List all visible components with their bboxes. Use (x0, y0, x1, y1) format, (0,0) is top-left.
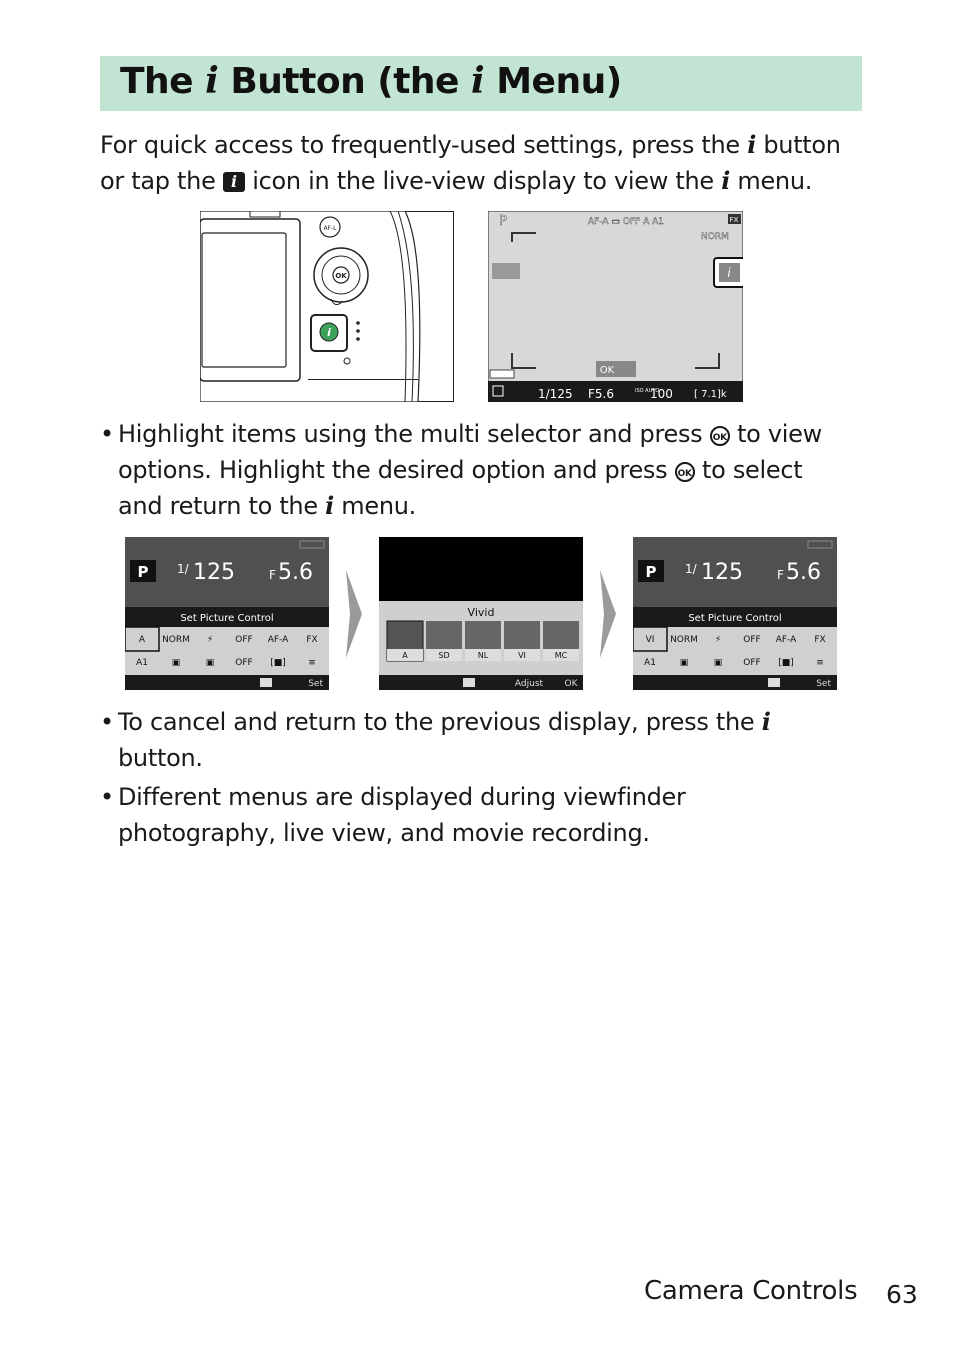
s3-r1-c2: NORM (670, 635, 698, 645)
s3-r1-c4: OFF (743, 635, 760, 645)
bullet1-line3: and return to the i menu. (118, 491, 416, 520)
s3-r2-c6: ≡ (816, 658, 824, 668)
bullet1-line2: options. Highlight the desired option an… (118, 456, 803, 484)
s1-f: F (269, 568, 276, 582)
bullet-cancel: • To cancel and return to the previous d… (100, 704, 870, 776)
bullet2-line2: button. (118, 744, 203, 772)
intro-paragraph: For quick access to frequently-used sett… (100, 127, 870, 199)
lv-i-icon: i (727, 266, 731, 280)
s1-r1-c5: AF-A (268, 635, 289, 645)
camera-back-illustration: AF-L OK i (200, 211, 454, 402)
s1-r2-c2: ▣ (172, 658, 181, 668)
s1-shutter-frac: 1/ (177, 562, 190, 576)
footer-section-title: Camera Controls (644, 1276, 858, 1306)
s3-shutter-frac: 1/ (685, 562, 698, 576)
bullet3-line2: photography, live view, and movie record… (118, 819, 650, 847)
s3-r2-c3: ▣ (714, 658, 723, 668)
s1-r2-c3: ▣ (206, 658, 215, 668)
arrow-right-icon (346, 570, 362, 658)
arrow-right-icon (600, 570, 616, 658)
bullet-highlight-items: • Highlight items using the multi select… (100, 416, 870, 524)
ok-button-icon: OK (674, 462, 695, 482)
s2-footer-ok: OK (565, 679, 579, 689)
s3-r2-c4: OFF (743, 658, 760, 668)
s1-mode: P (138, 563, 149, 581)
s1-r1-c1: A (139, 635, 146, 645)
lv-iso-label: ISO AUTO (635, 388, 659, 394)
s3-r1-c3: ⚡ (715, 635, 721, 645)
s2-opt-3: NL (478, 651, 489, 660)
s1-r2-c5: [■] (270, 658, 286, 668)
s1-r2-c4: OFF (235, 658, 252, 668)
s3-aperture: 5.6 (786, 560, 821, 585)
s2-title: Vivid (468, 606, 495, 619)
intro-line-2: or tap the i icon in the live-view displ… (100, 166, 813, 195)
s3-r2-c1: A1 (644, 658, 656, 668)
s3-r1-c1: VI (646, 635, 655, 645)
s2-opt-1: A (402, 651, 408, 660)
s2-opt-5: MC (555, 651, 568, 660)
s2-opt-4: VI (518, 651, 526, 660)
section-heading-bar: The i Button (the i Menu) (100, 56, 862, 111)
bullet3-line1: Different menus are displayed during vie… (118, 783, 686, 811)
intro-line-1: For quick access to frequently-used sett… (100, 130, 841, 159)
page-title: The i Button (the i Menu) (120, 60, 622, 102)
s3-r2-c2: ▣ (680, 658, 689, 668)
bullet-different-menus: • Different menus are displayed during v… (100, 779, 870, 851)
lv-norm: NORM (701, 232, 729, 242)
s1-r2-c6: ≡ (308, 658, 316, 668)
s1-shutter: 125 (193, 560, 235, 585)
i-icon: i (222, 172, 245, 192)
i-menu-screen-after: P 1/ 125 F 5.6 Set Picture Control VI NO… (633, 537, 837, 690)
s1-menu-title: Set Picture Control (180, 613, 273, 624)
s3-menu-title: Set Picture Control (688, 613, 781, 624)
bullet1-line1: Highlight items using the multi selector… (118, 420, 822, 448)
s2-opt-2: SD (438, 651, 449, 660)
lv-ok-label: OK (600, 365, 615, 376)
s1-r1-c6: FX (306, 635, 317, 645)
ok-label: OK (335, 272, 347, 280)
s3-r1-c6: FX (814, 635, 825, 645)
s3-footer: Set (816, 679, 831, 689)
live-view-display: P AF-A ▭ OFF A A1 FX NORM i OK 1/125 F5.… (488, 211, 743, 402)
s3-r2-c5: [■] (778, 658, 794, 668)
i-button-label: i (327, 326, 331, 339)
page-number: 63 (886, 1280, 918, 1309)
afl-label: AF-L (323, 225, 337, 232)
s3-r1-c5: AF-A (776, 635, 797, 645)
lv-fx: FX (730, 216, 739, 224)
picture-control-selection-screen: Vivid A SD NL VI MC Adjust OK (379, 537, 583, 690)
i-menu-screen-before: P 1/ 125 F 5.6 Set Picture Control A NOR… (125, 537, 329, 690)
s1-footer: Set (308, 679, 323, 689)
lv-frames: [ 7.1]k (694, 389, 727, 400)
s1-r2-c1: A1 (136, 658, 148, 668)
s1-r1-c2: NORM (162, 635, 190, 645)
s1-r1-c4: OFF (235, 635, 252, 645)
lv-iso: 100 (650, 387, 673, 401)
s3-shutter: 125 (701, 560, 743, 585)
s2-footer-adjust: Adjust (515, 679, 544, 689)
lv-shutter: 1/125 (538, 387, 573, 401)
s3-mode: P (646, 563, 657, 581)
ok-button-icon: OK (709, 426, 730, 446)
s3-f: F (777, 568, 784, 582)
s1-r1-c3: ⚡ (207, 635, 213, 645)
bullet2-line1: To cancel and return to the previous dis… (118, 707, 771, 736)
lv-aperture: F5.6 (588, 387, 614, 401)
lv-mode: P (499, 214, 507, 229)
s1-aperture: 5.6 (278, 560, 313, 585)
lv-top-status: AF-A ▭ OFF A A1 (588, 217, 664, 227)
